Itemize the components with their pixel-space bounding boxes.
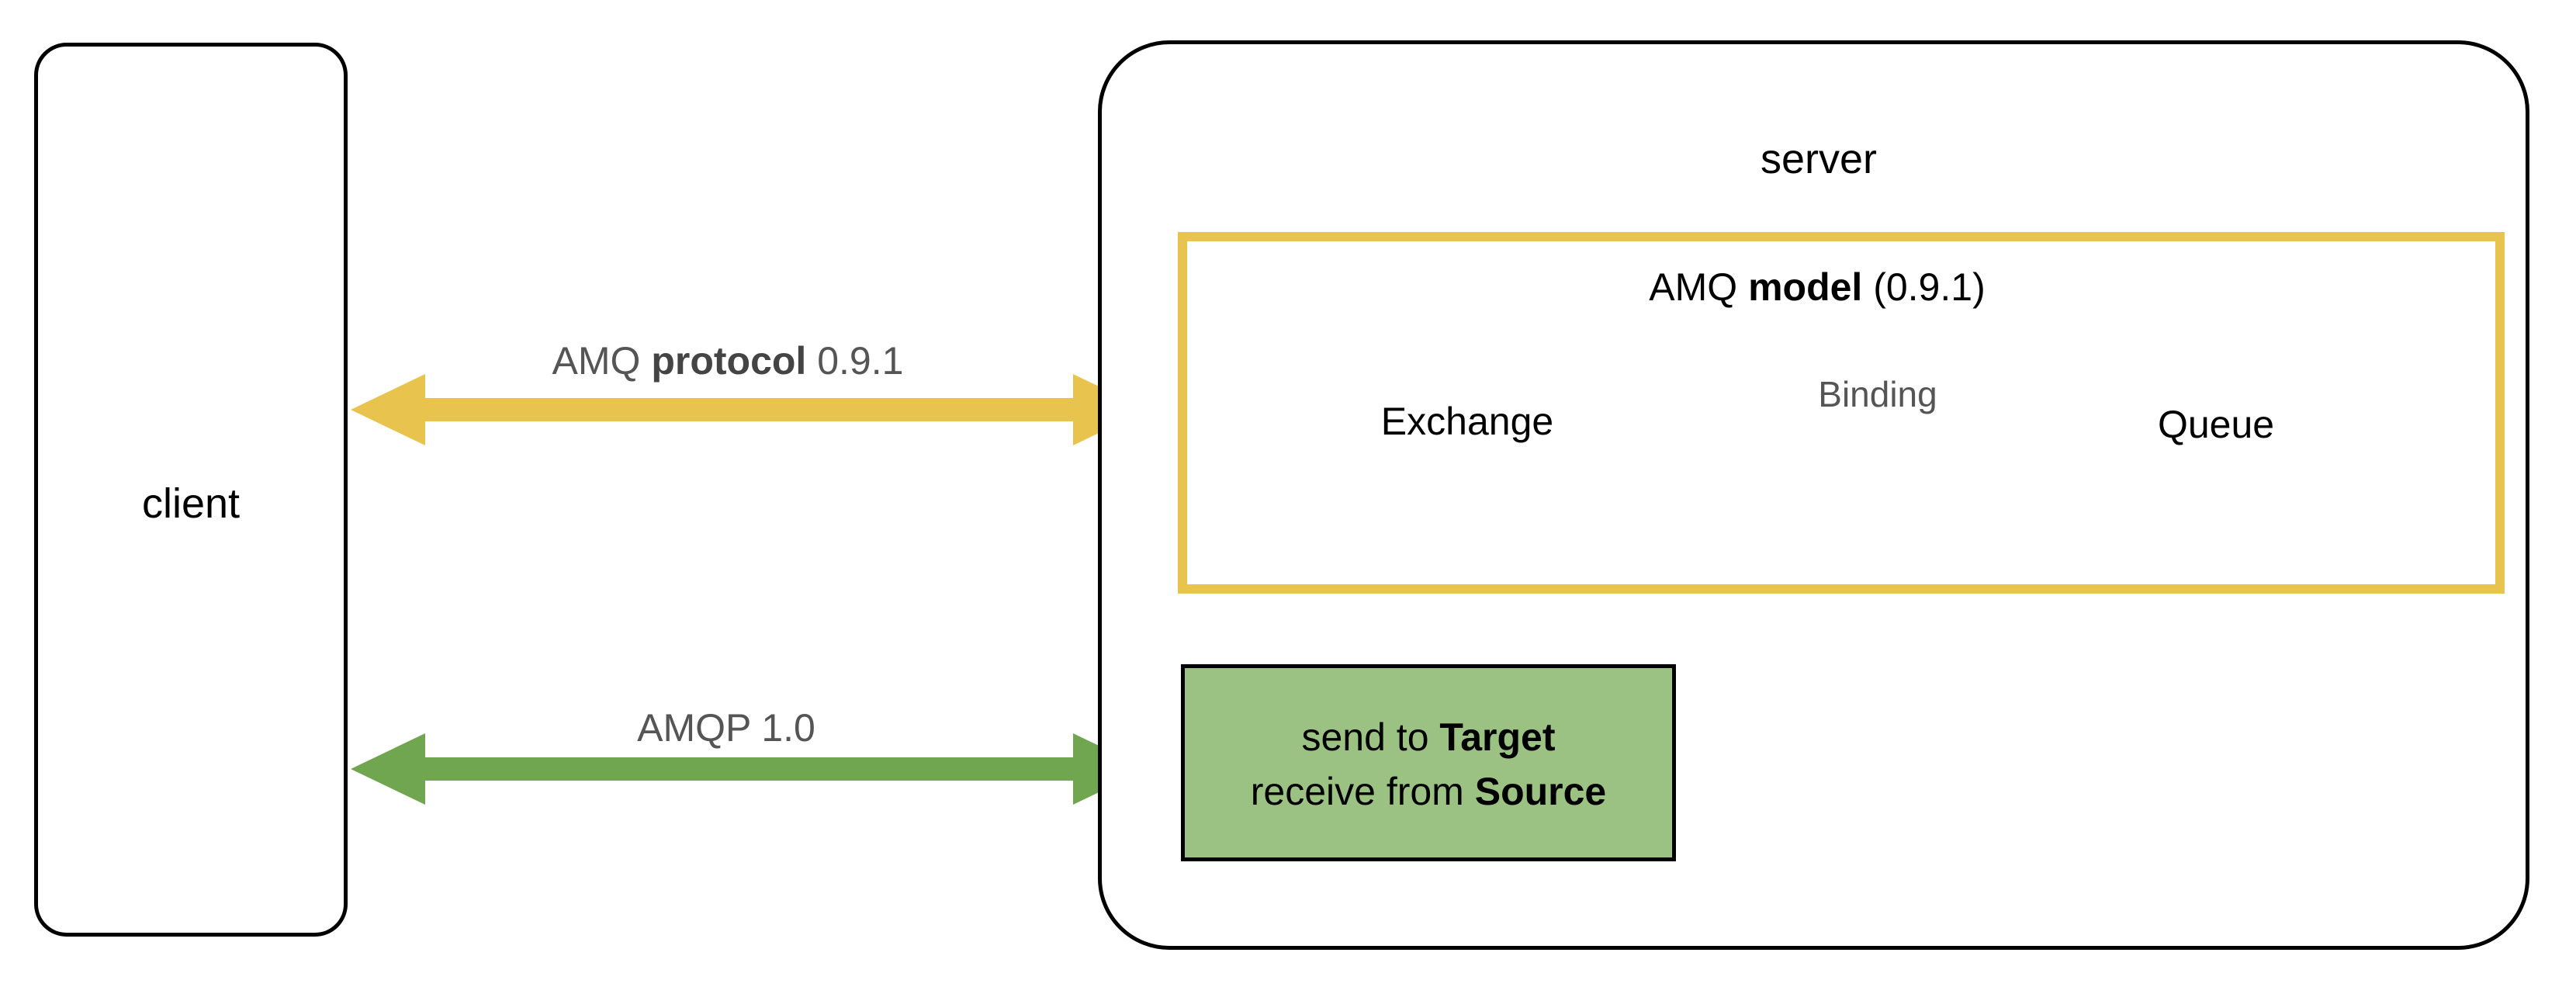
amqp-note-line-1: send to Target — [1301, 718, 1555, 757]
server-label: server — [1760, 136, 1878, 182]
amq-model-container — [1178, 232, 2505, 594]
binding-label: Binding — [1818, 374, 1937, 414]
amqp-note-line-1-prefix: send to — [1301, 715, 1440, 759]
amq-model-label: AMQ model (0.9.1) — [1649, 268, 1985, 307]
amqp-note-line-2: receive from Source — [1251, 772, 1606, 811]
amq-protocol-label-suffix: 0.9.1 — [806, 339, 904, 383]
amqp-note-line-2-bold: Source — [1474, 770, 1607, 813]
amqp-arrow — [351, 733, 1148, 805]
client-container — [34, 43, 348, 937]
amq-model-label-prefix: AMQ — [1649, 265, 1749, 309]
amq-protocol-arrow — [351, 374, 1148, 445]
amq-model-label-suffix: (0.9.1) — [1862, 265, 1986, 309]
amqp-note-line-2-prefix: receive from — [1250, 770, 1475, 813]
amq-model-label-bold: model — [1748, 265, 1863, 309]
amq-protocol-label: AMQ protocol 0.9.1 — [552, 341, 904, 380]
client-label: client — [141, 480, 241, 527]
exchange-label: Exchange — [1380, 400, 1554, 443]
queue-label: Queue — [2157, 403, 2275, 446]
amq-protocol-label-bold: protocol — [651, 339, 807, 383]
amqp-note-box — [1181, 664, 1676, 861]
amqp-note-line-1-bold: Target — [1439, 715, 1556, 759]
amqp-connector-label: AMQP 1.0 — [637, 706, 815, 750]
amq-protocol-label-prefix: AMQ — [552, 339, 652, 383]
